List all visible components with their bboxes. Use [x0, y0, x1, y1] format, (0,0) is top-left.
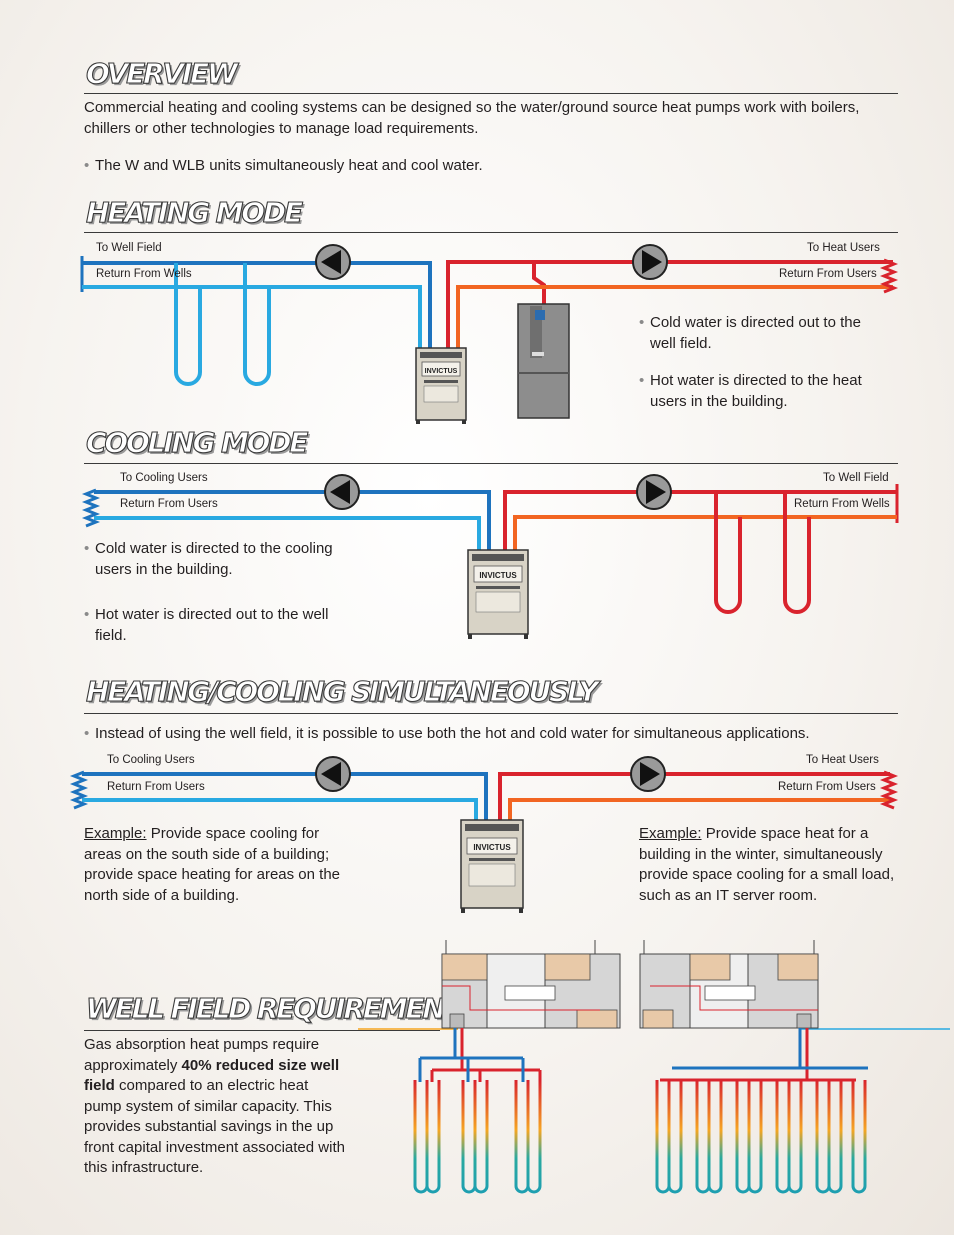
- label-to-heat-users: To Heat Users: [806, 754, 879, 766]
- boiler-unit-icon: [517, 303, 570, 419]
- cold-return-pipe: [82, 798, 478, 822]
- example-right-label: Example:: [639, 825, 702, 842]
- bullet-dot-icon: •: [84, 157, 90, 174]
- heat-pump-unit-icon: INVICTUS: [467, 549, 529, 639]
- well-field-rule: [84, 1030, 440, 1031]
- hot-supply-pipe: [498, 772, 890, 822]
- well-field-heading: WELL FIELD REQUIREMENTS: [85, 992, 481, 1025]
- overview-paragraph: Commercial heating and cooling systems c…: [84, 99, 860, 137]
- example-right: Example: Provide space heat for a buildi…: [639, 825, 895, 904]
- well-field-left: [413, 1028, 542, 1194]
- hot-supply-pipe: [446, 260, 893, 350]
- bullet-dot-icon: •: [84, 725, 90, 742]
- building-right-icon: [639, 940, 950, 1030]
- cooling-mode-heading: COOLING MODE: [85, 426, 309, 459]
- label-return-from-users: Return From Users: [120, 498, 218, 510]
- hot-users-zigzag: [879, 258, 899, 294]
- simultaneous-heading: HEATING/COOLING SIMULTANEOUSLY: [85, 675, 599, 708]
- simultaneous-bullet: • Instead of using the well field, it is…: [84, 724, 894, 745]
- overview-heading: OVERVIEW: [85, 57, 238, 90]
- label-to-cooling-users: To Cooling Users: [107, 754, 195, 766]
- well-field-paragraph: Gas absorption heat pumps require approx…: [84, 1036, 345, 1176]
- well-field-highlight: 40% reduced size well field: [84, 1056, 340, 1095]
- cold-return-pipe: [94, 516, 481, 552]
- heating-mode-heading: HEATING MODE: [85, 196, 303, 229]
- cold-return-pipe: [82, 285, 422, 350]
- cold-supply-pipe: [82, 772, 488, 822]
- well-loops-cooling: [714, 492, 811, 614]
- hot-return-pipe: [508, 798, 890, 822]
- cooling-users-zigzag: [81, 488, 101, 528]
- cooling-mode-rule: [84, 463, 898, 464]
- svg-text:INVICTUS: INVICTUS: [425, 368, 458, 375]
- heating-bullet-1: • Cold water is directed out to the well…: [639, 314, 861, 352]
- well-field-right: [655, 1028, 868, 1194]
- pump-left-icon: [324, 474, 360, 510]
- heat-users-zigzag: [879, 770, 899, 810]
- pump-right-icon: [636, 474, 672, 510]
- label-to-cooling-users: To Cooling Users: [120, 472, 208, 484]
- cooling-bullet-1: • Cold water is directed to the cooling …: [84, 540, 333, 578]
- overview-bullet: • The W and WLB units simultaneously hea…: [84, 156, 884, 177]
- label-return-from-wells: Return From Wells: [794, 498, 890, 510]
- label-to-well-field: To Well Field: [823, 472, 889, 484]
- building-left-icon: [358, 940, 621, 1030]
- heating-bullet-2: • Hot water is directed to the heat user…: [639, 372, 862, 410]
- heat-pump-unit-icon: INVICTUS: [460, 819, 524, 913]
- pump-left-icon: [315, 756, 351, 792]
- cold-supply-pipe: [94, 490, 491, 552]
- label-to-heat-users: To Heat Users: [807, 242, 880, 254]
- pump-right-icon: [630, 756, 666, 792]
- label-return-from-users: Return From Users: [779, 268, 877, 280]
- hot-return-pipe: [456, 285, 893, 350]
- bullet-dot-icon: •: [639, 314, 645, 331]
- pump-left-icon: [315, 244, 351, 280]
- overview-rule: [84, 93, 898, 94]
- cooling-users-zigzag: [69, 770, 89, 810]
- label-return-from-wells: Return From Wells: [96, 268, 192, 280]
- bullet-dot-icon: •: [639, 372, 645, 389]
- svg-text:INVICTUS: INVICTUS: [473, 843, 511, 852]
- hot-return-pipe: [513, 515, 897, 552]
- label-return-from-users-right: Return From Users: [778, 781, 876, 793]
- simultaneous-rule: [84, 713, 898, 714]
- bullet-dot-icon: •: [84, 606, 90, 623]
- bullet-dot-icon: •: [84, 540, 90, 557]
- pump-right-icon: [632, 244, 668, 280]
- heat-pump-unit-icon: INVICTUS: [415, 347, 467, 424]
- example-left: Example: Provide space cooling for areas…: [84, 825, 341, 904]
- label-return-from-users-left: Return From Users: [107, 781, 205, 793]
- heating-mode-rule: [84, 232, 898, 233]
- well-loops-heating: [174, 263, 271, 386]
- label-to-well-field: To Well Field: [96, 242, 162, 254]
- example-left-label: Example:: [84, 825, 147, 842]
- svg-text:INVICTUS: INVICTUS: [479, 571, 517, 580]
- cooling-bullet-2: • Hot water is directed out to the well …: [84, 606, 329, 644]
